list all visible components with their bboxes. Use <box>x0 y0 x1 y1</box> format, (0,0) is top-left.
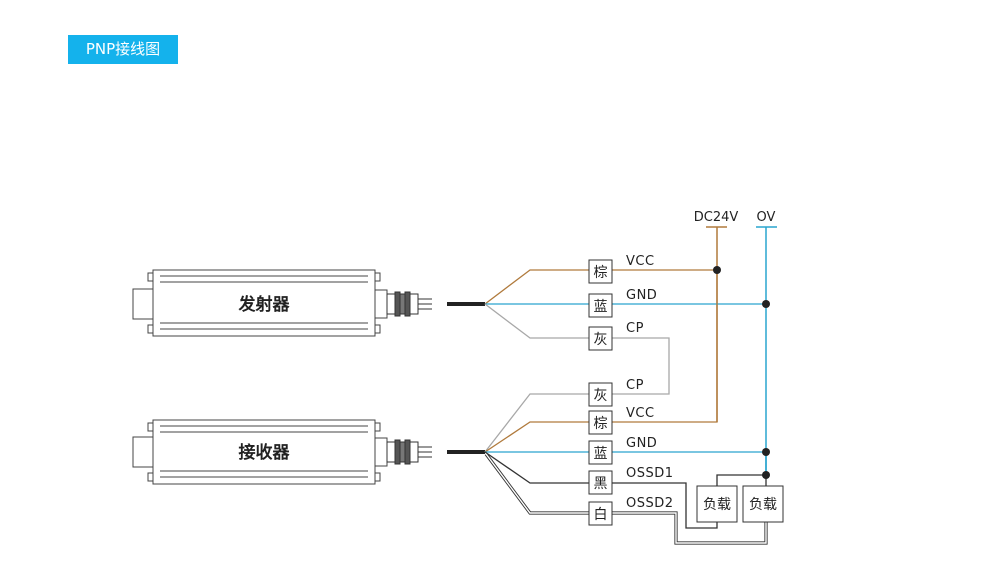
wire-label: GND <box>626 436 657 451</box>
wire-code-box: 棕 <box>594 416 608 432</box>
wire-label: CP <box>626 321 644 336</box>
receiver-end-cap <box>132 436 154 468</box>
receiver-code-boxes: 灰 棕 蓝 黑 白 <box>588 382 613 526</box>
wire-code-box: 灰 <box>594 388 608 404</box>
emitter-cable <box>447 302 485 306</box>
junction-dc24v-emitter <box>713 266 721 274</box>
wire-code-box: 棕 <box>594 265 608 281</box>
receiver-wire-brown-b <box>612 270 718 423</box>
emitter-end-cap <box>132 288 154 320</box>
receiver-wire-white-b <box>612 512 767 544</box>
wire-label: OSSD2 <box>626 496 674 511</box>
receiver-wire-black-a <box>484 451 589 484</box>
load-1-box <box>696 485 738 523</box>
cp-link-wire <box>612 337 670 395</box>
load-2-box <box>742 485 784 523</box>
junction-0v-emitter <box>762 300 770 308</box>
receiver-device <box>132 419 388 485</box>
wire-label: OSSD1 <box>626 466 674 481</box>
emitter-label: 发射器 <box>238 294 291 315</box>
junctions <box>713 266 770 479</box>
junction-0v-receiver <box>762 448 770 456</box>
emitter-connector <box>386 291 432 317</box>
loads: 负载 负载 <box>696 485 784 523</box>
load-return-wires <box>716 474 767 486</box>
wire-code-box: 白 <box>594 507 608 523</box>
load-2-label: 负载 <box>749 497 777 513</box>
receiver-label: 接收器 <box>239 442 291 463</box>
wire-label: CP <box>626 378 644 393</box>
receiver-wire-white-a <box>485 453 589 514</box>
receiver-wire-labels: CP VCC GND OSSD1 OSSD2 <box>626 378 674 511</box>
rail-0v-label: OV <box>757 210 776 225</box>
emitter-code-boxes: 棕 蓝 灰 <box>588 259 613 351</box>
receiver-cable <box>447 450 485 454</box>
receiver-wire-black-b <box>612 482 718 529</box>
emitter-wire-labels: VCC GND CP <box>626 254 657 336</box>
emitter-wire-brown-a <box>484 269 589 305</box>
emitter-device <box>132 269 388 337</box>
wire-code-box: 蓝 <box>594 446 608 462</box>
receiver-wires <box>484 270 768 545</box>
emitter-wire-gray-a <box>484 303 589 339</box>
junction-0v-loads <box>762 471 770 479</box>
receiver-wire-brown-a <box>484 421 589 453</box>
wire-code-box: 灰 <box>594 332 608 348</box>
emitter-wires <box>484 269 766 395</box>
wire-label: VCC <box>626 406 655 421</box>
diagram-title: PNP接线图 <box>68 35 178 64</box>
wire-label: VCC <box>626 254 655 269</box>
wire-code-box: 蓝 <box>594 299 608 315</box>
receiver-connector <box>386 439 432 465</box>
load-1-label: 负载 <box>703 497 731 513</box>
wire-label: GND <box>626 288 657 303</box>
rail-dc24v-label: DC24V <box>694 210 739 225</box>
receiver-wire-gray <box>484 393 589 453</box>
wire-code-box: 黑 <box>594 476 608 492</box>
